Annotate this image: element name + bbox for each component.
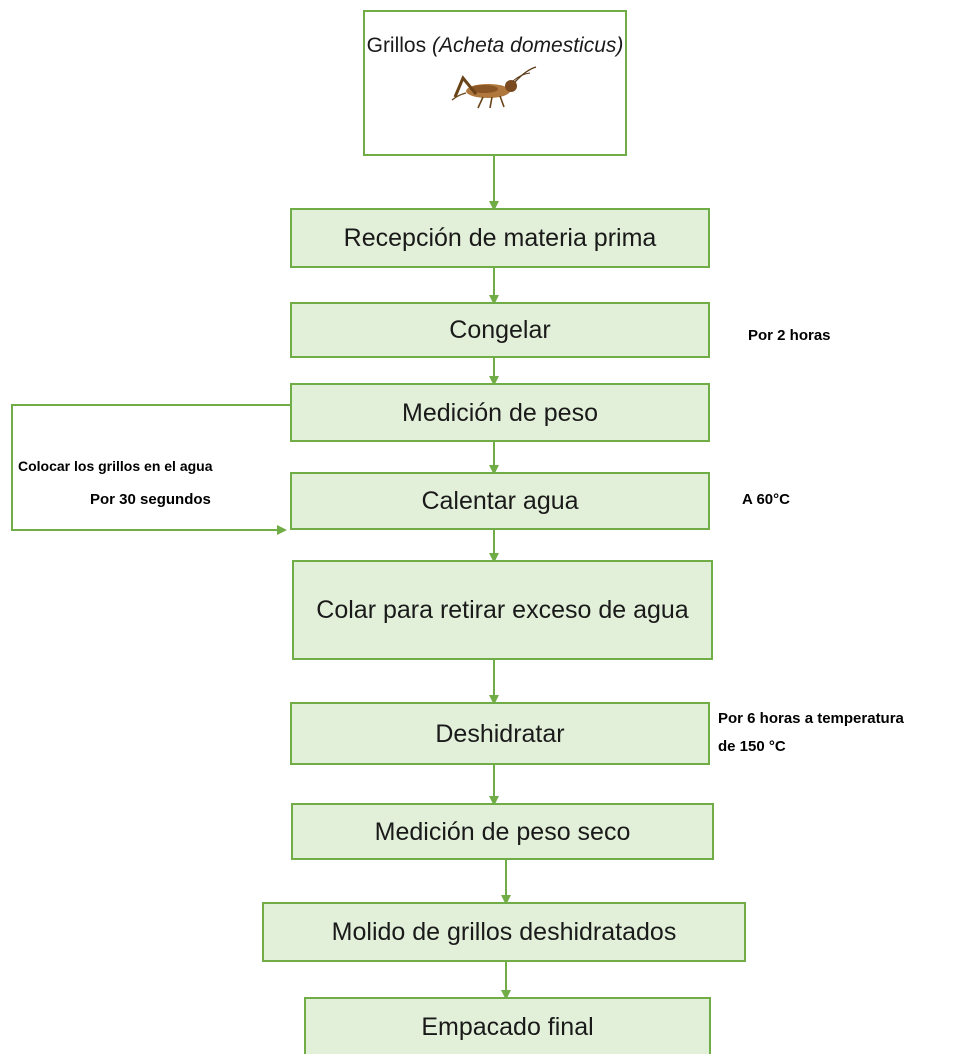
source-name: Grillos [366, 34, 427, 57]
step-medicion-peso-label: Medición de peso [402, 398, 598, 427]
step-empacado-label: Empacado final [421, 1013, 594, 1041]
note-loop-line2: Por 30 segundos [90, 491, 211, 508]
source-box: Grillos (Acheta domesticus) [363, 10, 627, 156]
step-medicion-peso: Medición de peso [290, 383, 710, 442]
step-colar: Colar para retirar exceso de agua [292, 560, 713, 660]
step-recepcion: Recepción de materia prima [290, 208, 710, 268]
step-molido-label: Molido de grillos deshidratados [331, 918, 677, 946]
source-title: Grillos (Acheta domesticus) [365, 30, 625, 62]
step-recepcion-label: Recepción de materia prima [343, 224, 657, 252]
note-congelar: Por 2 horas [748, 327, 831, 344]
step-medicion-peso-seco: Medición de peso seco [291, 803, 714, 860]
source-scientific-name: (Acheta domesticus) [431, 34, 624, 57]
step-medicion-peso-seco-label: Medición de peso seco [374, 817, 631, 846]
step-calentar-agua-label: Calentar agua [421, 487, 579, 515]
note-calentar: A 60°C [742, 491, 790, 508]
note-loop-line1: Colocar los grillos en el agua [18, 458, 213, 474]
note-deshidratar-line2: de 150 °C [718, 738, 786, 755]
step-deshidratar: Deshidratar [290, 702, 710, 765]
step-congelar: Congelar [290, 302, 710, 358]
step-congelar-label: Congelar [449, 316, 551, 344]
note-deshidratar-line1: Por 6 horas a temperatura [718, 710, 904, 727]
step-molido: Molido de grillos deshidratados [262, 902, 746, 962]
step-deshidratar-label: Deshidratar [435, 719, 565, 748]
cricket-illustration-icon [451, 66, 537, 109]
loop-connector [11, 404, 290, 535]
step-empacado: Empacado final [304, 997, 711, 1054]
step-calentar-agua: Calentar agua [290, 472, 710, 530]
step-colar-label: Colar para retirar exceso de agua [316, 596, 689, 624]
